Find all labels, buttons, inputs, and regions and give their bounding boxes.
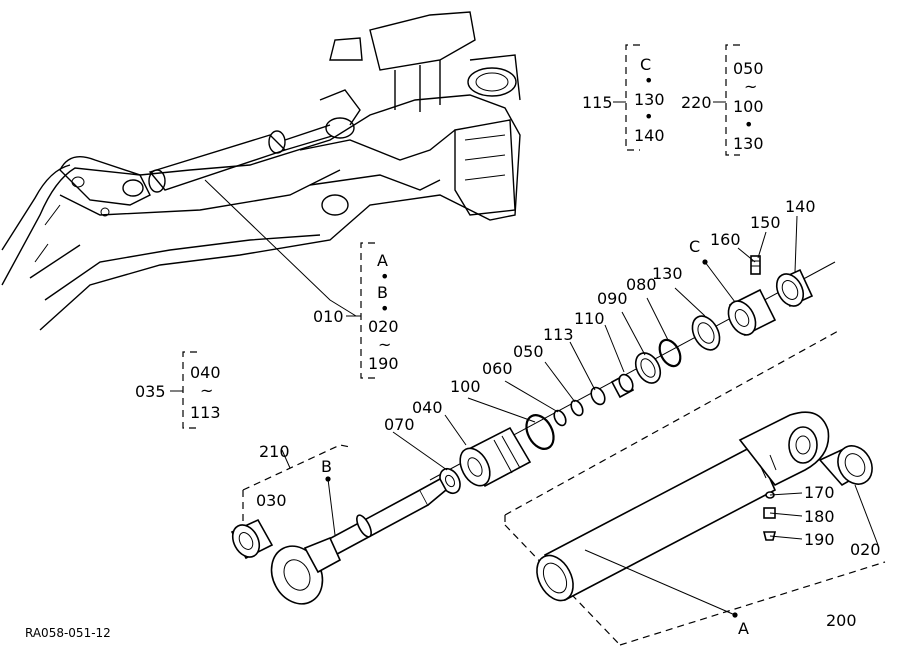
group-220-list: 220 050 ~ 100 • 130 bbox=[681, 44, 764, 156]
label-140: 140 bbox=[785, 197, 816, 216]
label-150: 150 bbox=[750, 213, 781, 232]
g010-item: A bbox=[377, 251, 388, 270]
g010-item: • bbox=[380, 299, 389, 318]
label-a: A bbox=[738, 619, 749, 638]
label-080: 080 bbox=[626, 275, 657, 294]
g115-item: 130 bbox=[634, 90, 665, 109]
g035-item: ~ bbox=[200, 381, 213, 400]
g220-item: • bbox=[744, 115, 753, 134]
label-115: 115 bbox=[582, 93, 613, 112]
label-180: 180 bbox=[804, 507, 835, 526]
label-170: 170 bbox=[804, 483, 835, 502]
group-035-list: 035 040 ~ 113 bbox=[135, 351, 221, 429]
label-160: 160 bbox=[710, 230, 741, 249]
label-b: B bbox=[321, 457, 332, 476]
label-210: 210 bbox=[259, 442, 290, 461]
g220-item: 050 bbox=[733, 59, 764, 78]
group-115-list: 115 C • 130 • 140 bbox=[582, 44, 665, 151]
label-010: 010 bbox=[313, 307, 344, 326]
label-060: 060 bbox=[482, 359, 513, 378]
cylinder-tube-assembly bbox=[504, 329, 886, 646]
label-100: 100 bbox=[450, 377, 481, 396]
label-c: C bbox=[689, 237, 700, 256]
label-020: 020 bbox=[850, 540, 881, 559]
g010-item: ~ bbox=[378, 335, 391, 354]
g010-item: 020 bbox=[368, 317, 399, 336]
label-070: 070 bbox=[384, 415, 415, 434]
g010-item: 190 bbox=[368, 354, 399, 373]
g115-item: C bbox=[640, 55, 651, 74]
label-190: 190 bbox=[804, 530, 835, 549]
g035-item: 113 bbox=[190, 403, 221, 422]
g115-item: • bbox=[644, 71, 653, 90]
label-030: 030 bbox=[256, 491, 287, 510]
g220-item: 130 bbox=[733, 134, 764, 153]
part-labels: 140 150 160 C 130 080 090 110 113 050 06… bbox=[256, 197, 881, 638]
g220-item: ~ bbox=[744, 77, 757, 96]
label-035: 035 bbox=[135, 382, 166, 401]
label-110: 110 bbox=[574, 309, 605, 328]
g035-item: 040 bbox=[190, 363, 221, 382]
g220-item: 100 bbox=[733, 97, 764, 116]
label-200: 200 bbox=[826, 611, 857, 630]
label-050: 050 bbox=[513, 342, 544, 361]
g115-item: 140 bbox=[634, 126, 665, 145]
label-040: 040 bbox=[412, 398, 443, 417]
machine-frame-drawing bbox=[1, 11, 521, 331]
reference-code: RA058-051-12 bbox=[25, 626, 111, 640]
exploded-parts bbox=[392, 215, 836, 495]
label-130: 130 bbox=[652, 264, 683, 283]
g115-item: • bbox=[644, 107, 653, 126]
label-113: 113 bbox=[543, 325, 574, 344]
group-010-list: 010 A • B • 020 ~ 190 bbox=[313, 242, 399, 379]
g010-item: B bbox=[377, 283, 388, 302]
label-090: 090 bbox=[597, 289, 628, 308]
rod-assembly bbox=[230, 444, 448, 605]
g010-item: • bbox=[380, 267, 389, 286]
label-220: 220 bbox=[681, 93, 712, 112]
